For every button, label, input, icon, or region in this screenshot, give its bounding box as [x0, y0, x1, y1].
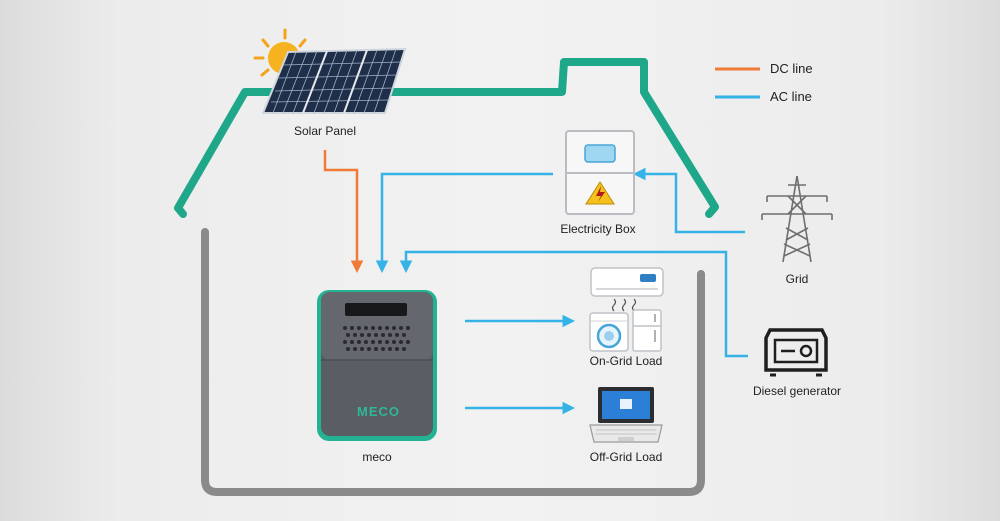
off-grid-load-label: Off-Grid Load	[589, 450, 663, 464]
electricity-box-icon	[565, 130, 635, 215]
legend-dc-label: DC line	[770, 61, 813, 76]
electricity-box-label: Electricity Box	[560, 222, 636, 236]
power-station-icon	[317, 290, 437, 441]
dc-line-solar-to-meco	[323, 150, 364, 273]
ac-line-grid-to-box	[633, 167, 745, 234]
house-roof-outline	[174, 58, 719, 218]
generator-icon	[764, 328, 828, 377]
meco-brand-mark: MECO	[357, 404, 400, 419]
meco-label: meco	[362, 450, 392, 464]
solar-panel-label: Solar Panel	[293, 124, 357, 138]
diesel-generator-label: Diesel generator	[752, 384, 842, 398]
on-grid-load-label: On-Grid Load	[589, 354, 663, 368]
appliances-icon	[589, 267, 664, 352]
legend-ac-label: AC line	[770, 89, 812, 104]
ac-line-generator-to-meco	[399, 250, 748, 358]
house-wall-outline	[201, 228, 705, 496]
solar-panel-icon	[261, 47, 407, 114]
grid-label: Grid	[785, 272, 809, 286]
ac-line-box-to-meco	[375, 172, 553, 273]
transmission-tower-icon	[761, 175, 833, 263]
laptop-icon	[589, 387, 663, 443]
